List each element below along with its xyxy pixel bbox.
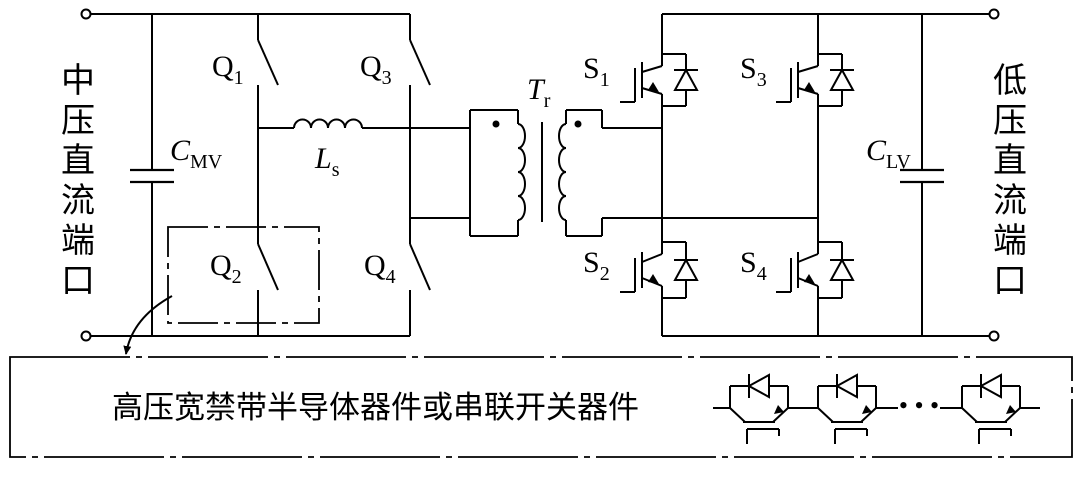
igbt-emitter-arrow xyxy=(804,274,815,284)
terminal-mv-negative xyxy=(80,330,92,342)
polarity-dot-primary xyxy=(492,120,500,128)
legend-igbt-1 xyxy=(729,373,789,444)
dc-rails xyxy=(90,13,990,337)
terminal-lv-positive xyxy=(988,8,1000,20)
tr-label: Tr xyxy=(527,73,551,112)
capacitor-cmv: CMV xyxy=(130,14,223,336)
mv-port-char: 端 xyxy=(61,223,95,260)
switch-q1-blade xyxy=(257,39,279,86)
mv-leg-right: Q3 Q4 xyxy=(360,14,470,336)
legend-diode-triangle xyxy=(834,373,858,399)
legend-igbt-collector xyxy=(817,407,834,423)
s3-label: S3 xyxy=(740,52,767,91)
legend-igbt-emitter xyxy=(1004,407,1021,423)
legend-igbt-3 xyxy=(961,373,1021,444)
inductor-ls: Ls xyxy=(258,118,470,181)
legend-igbt-arrow xyxy=(774,405,784,414)
mv-port-char: 直 xyxy=(61,142,95,180)
clv-label: CLV xyxy=(866,134,911,173)
legend-igbt-collector xyxy=(961,407,978,423)
diode-triangle xyxy=(829,257,855,281)
mv-port-char: 口 xyxy=(61,263,95,300)
mv-port-char: 压 xyxy=(61,103,95,140)
s4-label: S4 xyxy=(740,246,767,285)
q2-label: Q2 xyxy=(210,249,242,288)
lv-port-char: 口 xyxy=(993,263,1027,300)
lv-port-char: 端 xyxy=(993,223,1027,260)
cmv-label: CMV xyxy=(170,134,223,173)
igbt-collector xyxy=(797,65,819,73)
legend-ellipsis: • • • xyxy=(899,391,939,420)
lv-bridge: S1 S2 S3 S4 xyxy=(583,14,855,336)
device-highlight-box xyxy=(167,226,320,324)
polarity-dot-secondary xyxy=(574,120,582,128)
q4-label: Q4 xyxy=(364,249,396,288)
igbt-emitter xyxy=(641,87,663,95)
switch-q4-blade xyxy=(409,243,431,291)
lv-port-label: 低 压 直 流 端 口 xyxy=(993,63,1027,300)
igbt-s4 xyxy=(776,240,855,300)
s1-label: S1 xyxy=(583,52,610,91)
diode-triangle xyxy=(673,257,699,281)
terminal-lv-negative xyxy=(988,330,1000,342)
callout-arrow xyxy=(123,295,173,355)
legend-igbt-arrow xyxy=(1006,405,1016,414)
legend-box: 高压宽禁带半导体器件或串联开关器件 • • • xyxy=(9,356,1073,458)
igbt-collector xyxy=(641,65,663,73)
lv-port-char: 流 xyxy=(993,182,1027,220)
lv-port-char: 压 xyxy=(993,103,1027,140)
igbt-s1 xyxy=(620,52,699,108)
legend-caption: 高压宽禁带半导体器件或串联开关器件 xyxy=(112,390,639,425)
mv-port-label: 中 压 直 流 端 口 xyxy=(61,62,95,300)
igbt-emitter xyxy=(797,87,819,95)
transformer-tr: Tr xyxy=(469,73,818,237)
legend-igbt-collector xyxy=(729,407,746,423)
legend-igbt-emitter xyxy=(860,407,877,423)
diode-triangle xyxy=(673,67,699,91)
terminals xyxy=(80,8,1000,342)
switch-q3-blade xyxy=(409,39,431,86)
ls-label: Ls xyxy=(314,142,340,181)
igbt-s3 xyxy=(776,52,855,108)
igbt-s2 xyxy=(620,240,699,300)
legend-igbt-emitter xyxy=(772,407,789,423)
q3-label: Q3 xyxy=(360,50,392,89)
legend-diode-triangle xyxy=(978,373,1002,399)
switch-q2-blade xyxy=(257,243,279,291)
igbt-emitter-arrow xyxy=(804,82,815,92)
mv-port-char: 中 xyxy=(61,62,95,100)
diode-triangle xyxy=(829,67,855,91)
q1-label: Q1 xyxy=(212,50,244,89)
legend-devices: • • • xyxy=(713,373,1040,444)
legend-igbt-2 xyxy=(817,373,877,444)
legend-diode-triangle xyxy=(746,373,770,399)
igbt-emitter-arrow xyxy=(648,274,659,284)
s2-label: S2 xyxy=(583,246,610,285)
lv-port-char: 低 xyxy=(993,63,1027,100)
mv-leg-left: Q1 Q2 xyxy=(167,14,320,336)
terminal-mv-positive xyxy=(80,8,92,20)
igbt-collector xyxy=(797,253,819,263)
igbt-collector xyxy=(641,253,663,263)
igbt-emitter-arrow xyxy=(648,82,659,92)
mv-port-char: 流 xyxy=(61,182,95,220)
lv-port-char: 直 xyxy=(993,142,1027,180)
legend-igbt-arrow xyxy=(862,405,872,414)
capacitor-clv: CLV xyxy=(866,14,944,336)
